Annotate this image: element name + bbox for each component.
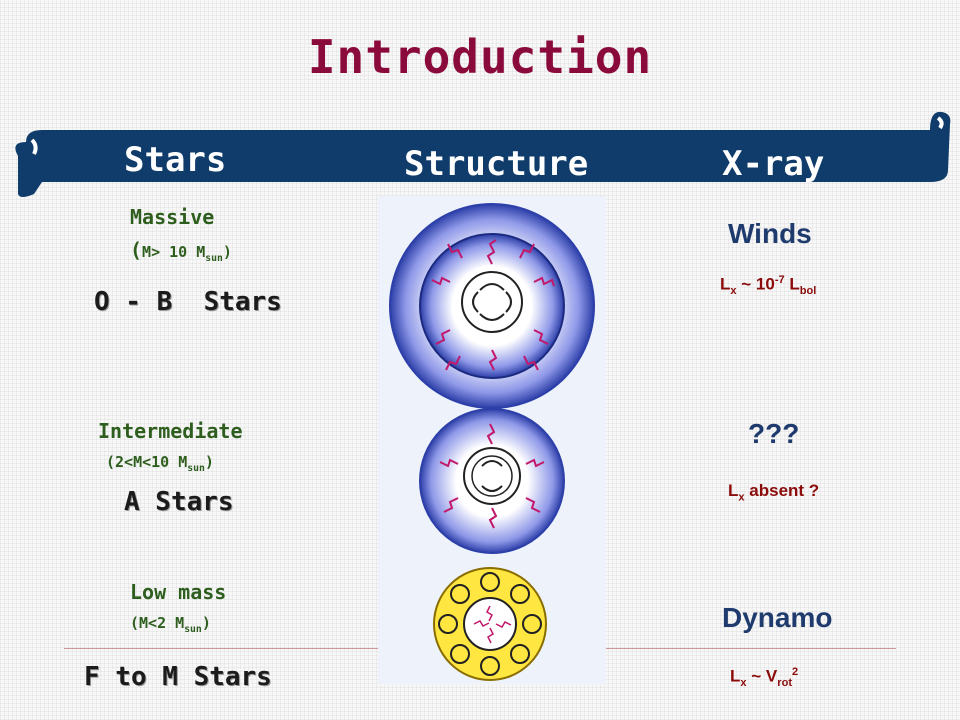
dynamo-lx-sub: x xyxy=(740,677,747,690)
massive-range: (M> 10 Msun) xyxy=(130,238,232,264)
divider-right xyxy=(606,648,896,649)
xray-dynamo: Dynamo xyxy=(722,602,833,633)
intermediate-range: (2<M<10 Msun) xyxy=(106,453,214,474)
winds-rel: ~ 10 xyxy=(736,274,775,294)
class-f-to-m-stars: F to M Stars xyxy=(84,662,272,692)
intermediate-range-text: (2<M<10 M xyxy=(106,453,188,471)
xray-formula-dynamo: Lx ~ Vrot2 xyxy=(730,666,798,689)
header-stars: Stars xyxy=(124,140,227,180)
low-mass-star-structure-icon xyxy=(433,567,547,681)
winds-lx-sub: x xyxy=(730,285,737,298)
winds-lx: L xyxy=(720,274,731,294)
massive-star-structure-icon xyxy=(389,203,595,409)
low-mass-range-close: ) xyxy=(201,614,211,632)
dynamo-rel: ~ V xyxy=(746,666,778,686)
intermediate-range-sub: sun xyxy=(187,463,205,474)
unknown-lx: L xyxy=(728,481,739,500)
low-mass-range-text: (M<2 M xyxy=(130,614,185,632)
xray-unknown: ??? xyxy=(748,418,800,449)
dynamo-sup: 2 xyxy=(792,666,799,678)
class-ob-stars: O - B Stars xyxy=(94,287,282,317)
xray-formula-winds: Lx ~ 10-7 Lbol xyxy=(720,274,816,297)
intermediate-star-structure-icon xyxy=(419,408,565,554)
low-mass-label: Low mass xyxy=(130,580,227,604)
winds-sup: -7 xyxy=(774,274,785,286)
dynamo-lx: L xyxy=(730,666,741,686)
unknown-lx-sub: x xyxy=(738,491,745,504)
header-structure: Structure xyxy=(404,144,589,184)
divider-left xyxy=(64,648,378,649)
massive-range-close: ) xyxy=(222,243,232,261)
unknown-rel: absent ? xyxy=(744,481,820,500)
xray-formula-unknown: Lx absent ? xyxy=(728,481,819,503)
low-mass-range-sub: sun xyxy=(184,624,202,635)
xray-winds: Winds xyxy=(728,218,812,249)
header-scroll-banner xyxy=(15,111,951,197)
intermediate-range-close: ) xyxy=(204,453,214,471)
massive-range-sub: sun xyxy=(205,253,223,264)
massive-range-text: M> 10 M xyxy=(142,243,206,261)
dynamo-v-sub: rot xyxy=(777,677,792,690)
slide-title: Introduction xyxy=(307,30,653,84)
class-a-stars: A Stars xyxy=(124,487,234,517)
winds-tail: L xyxy=(784,274,800,294)
intermediate-label: Intermediate xyxy=(98,419,243,443)
massive-range-open: ( xyxy=(130,238,143,262)
winds-tail-sub: bol xyxy=(799,285,817,298)
low-mass-range: (M<2 Msun) xyxy=(130,614,211,635)
header-xray: X-ray xyxy=(722,144,825,184)
massive-label: Massive xyxy=(130,205,215,229)
